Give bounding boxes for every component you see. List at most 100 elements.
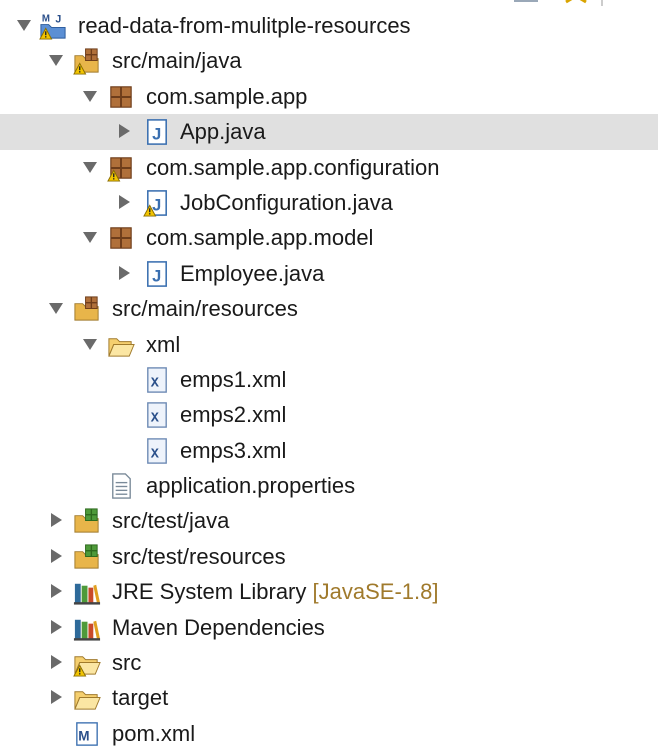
svg-text:J: J bbox=[152, 196, 161, 214]
expand-chevron-right-icon[interactable] bbox=[115, 122, 133, 140]
xml-file-icon: X bbox=[147, 367, 167, 393]
tree-item-app-props[interactable]: application.properties bbox=[0, 468, 658, 503]
expand-chevron-down-icon[interactable] bbox=[47, 299, 65, 317]
tree-toggle[interactable] bbox=[47, 547, 65, 565]
expand-chevron-right-icon[interactable] bbox=[47, 547, 65, 565]
tree-item-root[interactable]: M J read-data-from-mulitple-resources bbox=[0, 8, 658, 43]
maven-pom-icon: M bbox=[76, 722, 98, 746]
tree-item-src-test-resources[interactable]: src/test/resources bbox=[0, 539, 658, 574]
tree-toggle[interactable] bbox=[115, 193, 133, 211]
tree-toggle[interactable] bbox=[81, 87, 99, 105]
expand-chevron-right-icon[interactable] bbox=[115, 193, 133, 211]
tree-item-target[interactable]: target bbox=[0, 680, 658, 715]
tree-toggle[interactable] bbox=[15, 16, 33, 34]
tree-item-label: JRE System Library [JavaSE-1.8] bbox=[112, 579, 438, 605]
properties-file-icon bbox=[112, 473, 131, 499]
tree-item-label: JobConfiguration.java bbox=[180, 190, 393, 216]
expand-chevron-down-icon[interactable] bbox=[15, 16, 33, 34]
tree-toggle[interactable] bbox=[47, 511, 65, 529]
item-name: emps1.xml bbox=[180, 366, 287, 392]
item-name: emps3.xml bbox=[180, 437, 287, 463]
expand-chevron-down-icon[interactable] bbox=[81, 335, 99, 353]
xml-file-icon: X bbox=[147, 402, 167, 429]
toolbar-icon[interactable] bbox=[512, 0, 542, 6]
tree-toggle[interactable] bbox=[81, 335, 99, 353]
tree-toggle[interactable] bbox=[47, 688, 65, 706]
tree-toggle[interactable] bbox=[81, 158, 99, 176]
tree-toggle[interactable] bbox=[47, 618, 65, 636]
tree-item-label: com.sample.app.configuration bbox=[146, 155, 440, 181]
toolbar-remnant bbox=[500, 0, 658, 8]
tree-item-label: application.properties bbox=[146, 473, 355, 499]
xml-file-icon: X bbox=[147, 437, 167, 464]
maven-project-icon: M J bbox=[39, 14, 66, 40]
tree-item-app-java[interactable]: J App.java bbox=[0, 114, 658, 150]
item-name: target bbox=[112, 685, 169, 711]
tree-toggle[interactable] bbox=[47, 582, 65, 600]
tree-toggle[interactable] bbox=[81, 228, 99, 246]
expand-chevron-down-icon[interactable] bbox=[81, 158, 99, 176]
source-folder-icon bbox=[74, 296, 99, 321]
tree-toggle[interactable] bbox=[47, 51, 65, 69]
tree-item-label: src/test/resources bbox=[112, 544, 286, 570]
tree-item-src-main-java[interactable]: src/main/java bbox=[0, 43, 658, 78]
expand-chevron-down-icon[interactable] bbox=[81, 87, 99, 105]
tree-item-label: pom.xml bbox=[112, 721, 195, 747]
tree-item-label: target bbox=[112, 685, 168, 711]
tree-item-jre[interactable]: JRE System Library [JavaSE-1.8] bbox=[0, 574, 658, 609]
tree-toggle[interactable] bbox=[47, 299, 65, 317]
tree-item-job-config-java[interactable]: J JobConfiguration.java bbox=[0, 185, 658, 220]
expand-chevron-right-icon[interactable] bbox=[47, 582, 65, 600]
svg-text:X: X bbox=[151, 376, 160, 391]
tree-item-label: Employee.java bbox=[180, 261, 324, 287]
item-decoration: [JavaSE-1.8] bbox=[312, 579, 439, 605]
expand-chevron-down-icon[interactable] bbox=[47, 51, 65, 69]
package-icon bbox=[107, 156, 132, 182]
tree-item-maven-deps[interactable]: Maven Dependencies bbox=[0, 610, 658, 645]
toolbar-icon[interactable] bbox=[562, 0, 592, 6]
item-name: src/main/resources bbox=[112, 296, 298, 322]
item-name: Maven Dependencies bbox=[112, 614, 325, 640]
warning-badge bbox=[143, 204, 157, 217]
package-icon bbox=[110, 86, 132, 108]
tree-toggle[interactable] bbox=[115, 122, 133, 140]
item-name: com.sample.app.configuration bbox=[146, 154, 440, 180]
tree-item-label: src bbox=[112, 650, 141, 676]
tree-item-pkg-config[interactable]: com.sample.app.configuration bbox=[0, 150, 658, 185]
item-name: read-data-from-mulitple-resources bbox=[78, 13, 411, 38]
item-name: xml bbox=[146, 331, 181, 357]
tree-item-label: src/test/java bbox=[112, 508, 229, 534]
item-name: src/main/java bbox=[112, 48, 242, 74]
expand-chevron-down-icon[interactable] bbox=[81, 228, 99, 246]
expand-chevron-right-icon[interactable] bbox=[47, 653, 65, 671]
warning-badge bbox=[73, 664, 87, 677]
tree-item-pkg-app[interactable]: com.sample.app bbox=[0, 79, 658, 114]
tree-item-xml-folder[interactable]: xml bbox=[0, 327, 658, 362]
tree-toggle[interactable] bbox=[47, 653, 65, 671]
tree-item-pkg-model[interactable]: com.sample.app.model bbox=[0, 220, 658, 255]
expand-chevron-right-icon[interactable] bbox=[47, 688, 65, 706]
tree-item-label: xml bbox=[146, 332, 180, 358]
expand-chevron-right-icon[interactable] bbox=[47, 618, 65, 636]
item-name: pom.xml bbox=[112, 720, 196, 746]
tree-item-label: App.java bbox=[180, 119, 266, 145]
svg-text:J: J bbox=[152, 125, 161, 143]
test-folder-icon bbox=[74, 508, 99, 534]
folder-open-icon bbox=[73, 656, 101, 677]
tree-item-employee-java[interactable]: J Employee.java bbox=[0, 256, 658, 291]
tree-item-src-test-java[interactable]: src/test/java bbox=[0, 503, 658, 538]
svg-text:J: J bbox=[152, 267, 161, 285]
java-file-icon: J bbox=[147, 260, 167, 287]
tree-toggle[interactable] bbox=[115, 264, 133, 282]
tree-item-src[interactable]: src bbox=[0, 645, 658, 680]
expand-chevron-right-icon[interactable] bbox=[115, 264, 133, 282]
tree-item-src-main-resources[interactable]: src/main/resources bbox=[0, 291, 658, 326]
java-file-icon: J bbox=[143, 190, 167, 217]
tree-item-label: emps1.xml bbox=[180, 367, 286, 393]
expand-chevron-right-icon[interactable] bbox=[47, 511, 65, 529]
source-folder-icon bbox=[73, 48, 99, 75]
